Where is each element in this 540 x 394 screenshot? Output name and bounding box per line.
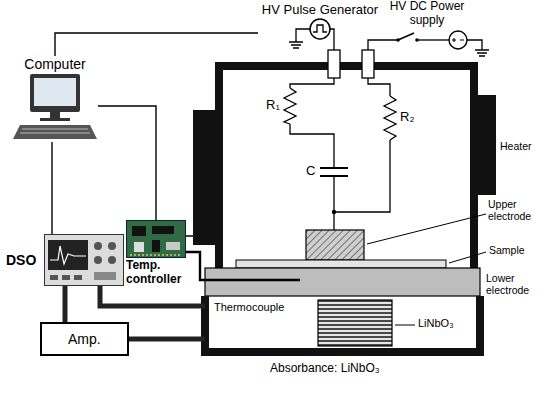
part-label: Upper electrode [488, 198, 538, 222]
ground-symbol [289, 42, 303, 48]
component-label: C [306, 164, 315, 179]
control-wire [55, 33, 258, 56]
resistor-symbol [384, 96, 396, 140]
component-label: R₁ [266, 98, 280, 113]
wire [467, 40, 482, 50]
junction-dot [332, 210, 336, 214]
connector-line [55, 33, 258, 56]
wire [368, 78, 390, 96]
signal-cable [100, 286, 205, 306]
part-label: Sample [489, 244, 525, 256]
wire [290, 124, 334, 168]
leader-line [367, 214, 486, 244]
signal-cable [65, 286, 66, 322]
dc-source-symbol [449, 31, 467, 49]
heater-right [478, 95, 496, 195]
thermocouple-wire [186, 252, 300, 280]
wire [330, 29, 334, 50]
leader-line [449, 252, 486, 263]
part-label: Heater [500, 140, 532, 152]
connector-line [98, 106, 156, 220]
heater-left [193, 110, 215, 245]
node-text: Temp. controller [126, 258, 194, 286]
node-text: Amp. [68, 331, 101, 347]
controller-board-icon [126, 220, 188, 258]
icon-holder [258, 17, 382, 41]
pulse-generator: HV Pulse Generator [258, 2, 382, 41]
feedthrough [328, 50, 340, 78]
connector-line [51, 142, 52, 234]
housing [205, 296, 480, 352]
wire [290, 78, 334, 88]
chamber-wall [219, 66, 474, 268]
temperature-controller: Temp. controller [126, 220, 194, 286]
wire [296, 29, 310, 42]
wire [334, 140, 390, 212]
icon-holder [126, 220, 194, 258]
component-label: R₂ [400, 110, 414, 125]
control-wire [52, 142, 53, 234]
signal-cable [120, 337, 205, 342]
leader-line [395, 325, 415, 326]
part-label: Lower electrode [486, 272, 538, 296]
wire [333, 176, 334, 230]
upper-electrode [306, 230, 364, 260]
oscilloscope-icon [44, 234, 124, 286]
transducer-stack [318, 300, 392, 346]
polarity-mark [452, 38, 464, 42]
node-text: DSO [6, 252, 36, 268]
wire [417, 39, 449, 40]
switch-contact [396, 38, 400, 42]
wire [368, 40, 398, 50]
icon-holder [12, 72, 98, 142]
node-text: HV Pulse Generator [258, 2, 382, 17]
heater-wire [186, 235, 193, 237]
switch-blade [398, 33, 414, 40]
icon-holder [44, 234, 124, 286]
part-label: LiNbO₃ [418, 317, 454, 330]
caption-label: Absorbance: LiNbO₃ [270, 362, 380, 376]
lower-electrode [205, 268, 480, 296]
oscilloscope: DSO [6, 234, 124, 286]
computer-icon [12, 72, 98, 142]
capacitor-symbol [320, 168, 348, 176]
connector-line [63, 286, 68, 322]
part-label: Thermocouple [214, 301, 284, 314]
sample [236, 260, 446, 268]
supply-label: HV DC Power supply [386, 0, 468, 28]
node-text: Computer [12, 56, 98, 72]
amplifier-box: Amp. [40, 322, 129, 356]
control-wire [98, 106, 156, 220]
ground-symbol [475, 50, 489, 56]
resistor-symbol [284, 88, 296, 124]
feedthrough [362, 50, 374, 78]
pulse-generator-symbol [258, 17, 382, 41]
computer: Computer [12, 56, 98, 142]
